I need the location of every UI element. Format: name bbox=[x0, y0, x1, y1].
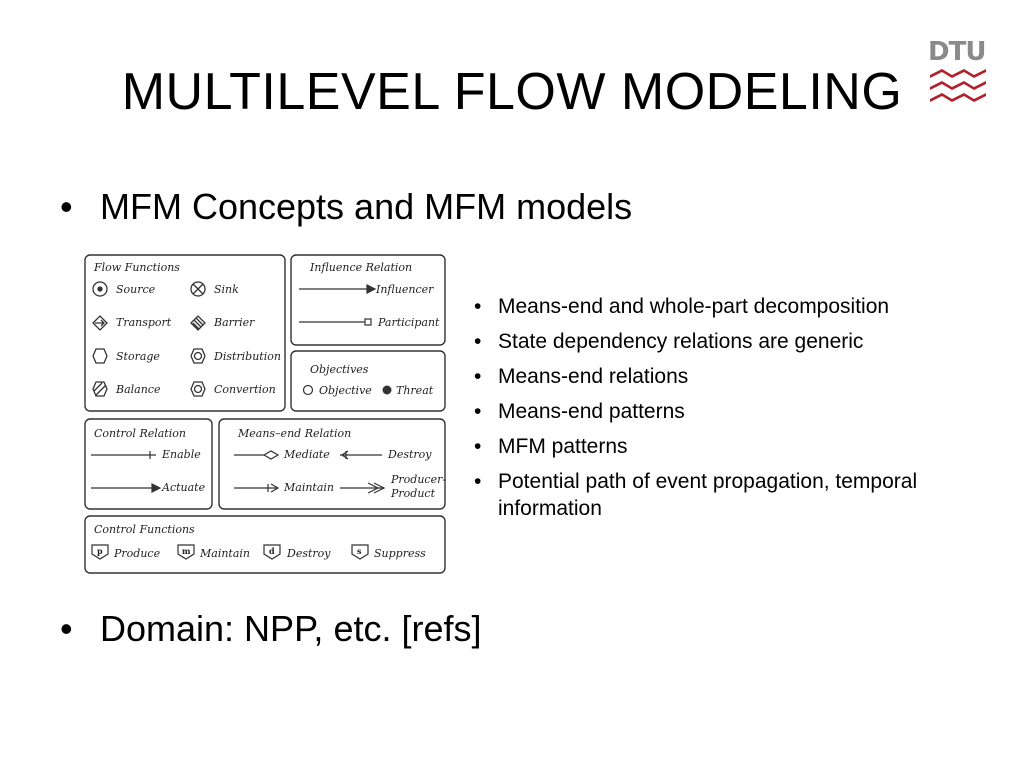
sub-bullet: •State dependency relations are generic bbox=[474, 330, 864, 353]
objective-label: Objective bbox=[319, 384, 372, 397]
objectives-panel bbox=[290, 350, 446, 412]
sub-bullet-text: State dependency relations are generic bbox=[498, 330, 864, 353]
threat-label: Threat bbox=[396, 384, 434, 397]
producer-label: Producer- bbox=[390, 473, 446, 486]
control-functions-panel bbox=[84, 515, 446, 574]
sink-label: Sink bbox=[214, 283, 239, 296]
destroy-control-label: Destroy bbox=[286, 547, 331, 560]
source-icon bbox=[92, 281, 108, 297]
bullet-text: MFM Concepts and MFM models bbox=[100, 186, 633, 227]
influencer-label: Influencer bbox=[375, 283, 434, 296]
mediate-label: Mediate bbox=[283, 448, 330, 461]
actuate-label: Actuate bbox=[161, 481, 206, 494]
objective-icon bbox=[302, 384, 314, 396]
means-end-relation-panel bbox=[218, 418, 446, 510]
slide-title: MULTILEVEL FLOW MODELING bbox=[121, 63, 903, 121]
sub-bullet-text: MFM patterns bbox=[498, 435, 628, 458]
balance-label: Balance bbox=[115, 383, 161, 396]
participant-label: Participant bbox=[377, 316, 440, 329]
suppress-label: Suppress bbox=[374, 547, 426, 560]
source-label: Source bbox=[116, 283, 156, 296]
sub-bullet: •MFM patterns bbox=[474, 435, 628, 458]
threat-icon bbox=[382, 385, 392, 395]
flow-functions-panel bbox=[84, 254, 286, 412]
objectives-title: Objectives bbox=[310, 363, 369, 376]
enable-label: Enable bbox=[161, 448, 201, 461]
sub-bullet: •Means-end relations bbox=[474, 365, 689, 388]
suppress-letter: s bbox=[357, 546, 362, 556]
transport-icon bbox=[92, 315, 108, 331]
influence-relation-panel bbox=[290, 254, 446, 346]
influence-relation-title: Influence Relation bbox=[309, 261, 412, 274]
produce-icon bbox=[91, 544, 109, 560]
sub-bullet-list: •Means-end and whole-part decomposition … bbox=[474, 293, 1014, 530]
suppress-icon bbox=[351, 544, 369, 560]
control-relation-title: Control Relation bbox=[94, 427, 186, 440]
maintain-label: Maintain bbox=[283, 481, 334, 494]
destroy-control-icon bbox=[263, 544, 281, 560]
convertion-label: Convertion bbox=[214, 383, 276, 396]
control-relation-panel bbox=[84, 418, 213, 510]
convertion-icon bbox=[190, 381, 206, 397]
transport-label: Transport bbox=[116, 316, 172, 329]
destroy-letter: d bbox=[269, 546, 275, 556]
destroy-label: Destroy bbox=[387, 448, 432, 461]
means-end-relation-title: Means–end Relation bbox=[237, 427, 351, 440]
sub-bullet-text: Means-end and whole-part decomposition bbox=[498, 295, 890, 318]
dtu-logo-text: DTU bbox=[928, 37, 986, 67]
dtu-logo: DTU bbox=[928, 38, 990, 121]
produce-label: Produce bbox=[113, 547, 161, 560]
control-functions-title: Control Functions bbox=[94, 523, 195, 536]
sub-bullet: •Means-end patterns bbox=[474, 400, 685, 423]
dtu-logo-waves-icon bbox=[930, 69, 986, 102]
sink-icon bbox=[190, 281, 206, 297]
distribution-icon bbox=[190, 348, 206, 364]
maintain-letter: m bbox=[182, 546, 191, 556]
product-label: Product bbox=[390, 487, 436, 500]
distribution-label: Distribution bbox=[213, 350, 281, 363]
barrier-icon bbox=[190, 315, 206, 331]
storage-label: Storage bbox=[116, 350, 160, 363]
sub-bullet: •Means-end and whole-part decomposition bbox=[474, 295, 890, 318]
sub-bullet-text: Potential path of event propagation, tem… bbox=[498, 470, 918, 520]
sub-bullet: •Potential path of event propagation, te… bbox=[474, 470, 918, 520]
bullet-dot: • bbox=[60, 186, 73, 227]
mfm-legend-diagram: Flow Functions Source Sink Transport Bar… bbox=[84, 254, 446, 574]
bullet-dot: • bbox=[60, 608, 73, 649]
sub-bullet-text: Means-end patterns bbox=[498, 400, 685, 423]
produce-letter: p bbox=[97, 546, 103, 556]
barrier-label: Barrier bbox=[213, 316, 255, 329]
bullet-text: Domain: NPP, etc. [refs] bbox=[100, 608, 482, 649]
maintain-control-icon bbox=[177, 544, 195, 560]
balance-icon bbox=[92, 381, 108, 397]
sub-bullet-text: Means-end relations bbox=[498, 365, 689, 388]
storage-icon bbox=[92, 348, 108, 364]
flow-functions-title: Flow Functions bbox=[93, 261, 180, 274]
maintain-control-label: Maintain bbox=[199, 547, 250, 560]
